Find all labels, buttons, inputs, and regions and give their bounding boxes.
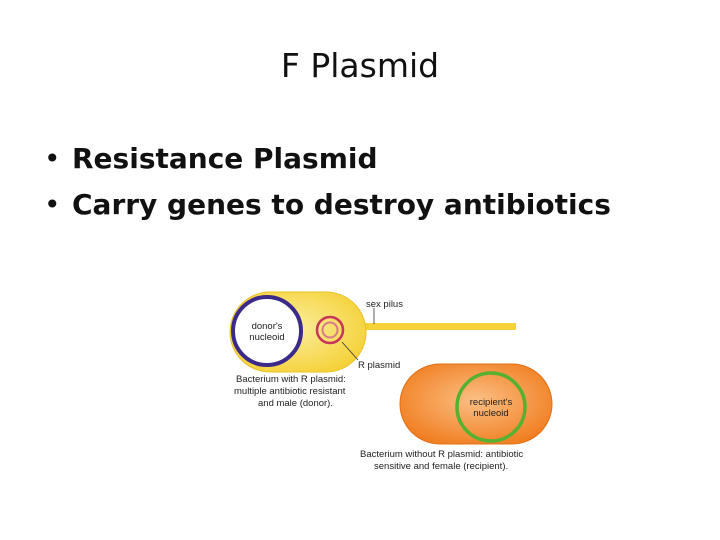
bullet-item: • Carry genes to destroy antibiotics: [44, 182, 611, 228]
r-plasmid-outer-ring: [315, 315, 345, 345]
donor-caption: and male (donor).: [258, 398, 333, 409]
sex-pilus: [356, 323, 516, 330]
recipient-nucleoid-label: recipient's: [470, 397, 513, 408]
recipient-nucleoid-label: nucleoid: [473, 408, 508, 419]
slide-title: F Plasmid: [280, 46, 440, 85]
conjugation-diagram: sex pilus donor's nucleoid R plasmid Bac…: [229, 291, 553, 472]
recipient-caption: Bacterium without R plasmid: antibiotic: [360, 449, 523, 460]
bullet-text: Carry genes to destroy antibiotics: [72, 188, 611, 221]
bullet-text: Resistance Plasmid: [72, 142, 378, 175]
bullet-item: • Resistance Plasmid: [44, 136, 611, 182]
donor-caption: multiple antibiotic resistant: [234, 386, 346, 397]
r-plasmid-label: R plasmid: [358, 360, 400, 371]
donor-nucleoid: [231, 295, 303, 367]
r-plasmid-pointer: [341, 341, 359, 361]
donor-nucleoid-label: nucleoid: [249, 332, 284, 343]
donor-nucleoid-label: donor's: [252, 321, 283, 332]
bullet-marker-icon: •: [44, 188, 61, 221]
donor-caption: Bacterium with R plasmid:: [236, 374, 346, 385]
r-plasmid-inner-ring: [321, 321, 339, 339]
bullet-marker-icon: •: [44, 142, 61, 175]
recipient-nucleoid: [455, 371, 527, 443]
sex-pilus-label: sex pilus: [366, 299, 403, 310]
recipient-caption: sensitive and female (recipient).: [374, 461, 508, 472]
bullet-list: • Resistance Plasmid • Carry genes to de…: [44, 136, 611, 228]
